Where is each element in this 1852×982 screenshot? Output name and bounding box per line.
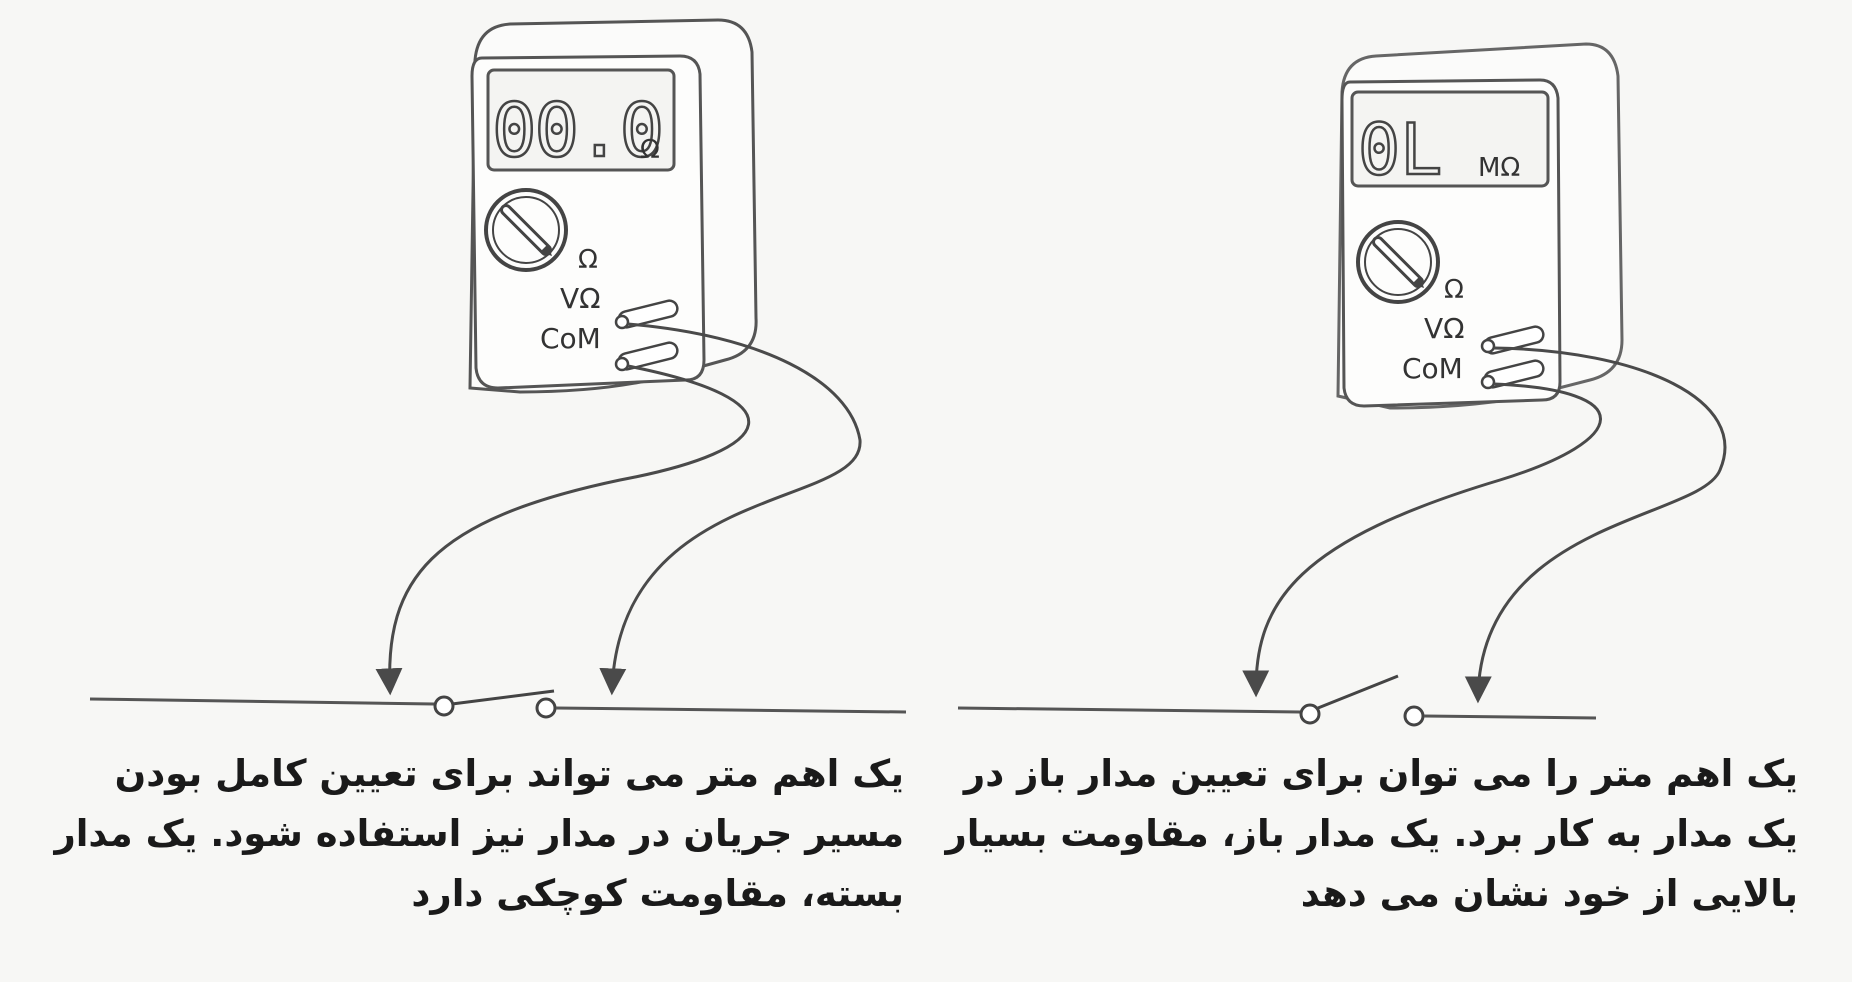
probe-lead-right-1 [1242, 382, 1602, 698]
caption-line: یک اهم متر را می توان برای تعیین مدار با… [963, 752, 1798, 795]
lcd-reading: 00.0 [492, 88, 662, 174]
caption-closed-circuit: یک اهم متر می تواند برای تعیین کامل بودن… [54, 744, 904, 924]
multimeter-right: 0L MΩ Ω VΩ CoM [1336, 42, 1624, 410]
jack-label-vohm: VΩ [560, 282, 601, 315]
lcd-screen [1350, 90, 1550, 188]
rotary-dial [1356, 220, 1440, 304]
lcd-reading: 0L [1358, 109, 1442, 191]
open-circuit [957, 674, 1597, 727]
probe-lead-right-2 [1464, 346, 1727, 704]
probe-lead-left-2 [599, 322, 862, 696]
jack-label-com: CoM [540, 322, 601, 355]
rotary-dial [484, 188, 568, 272]
dial-ohm-label: Ω [1444, 275, 1464, 305]
jack-label-vohm: VΩ [1424, 312, 1465, 345]
probe-jacks [614, 299, 679, 372]
multimeter-left: 00.0 Ω Ω VΩ CoM [468, 18, 758, 394]
caption-line: مسیر جریان در مدار نیز استفاده شود. یک م… [54, 812, 904, 855]
dial-ohm-label: Ω [578, 245, 598, 275]
caption-line: یک اهم متر می تواند برای تعیین کامل بودن [114, 752, 904, 795]
lcd-unit: MΩ [1478, 153, 1520, 183]
caption-line: یک مدار به کار برد. یک مدار باز، مقاومت … [945, 812, 1799, 855]
caption-line: بسته، مقاومت کوچکی دارد [411, 872, 904, 915]
probe-lead-left-1 [375, 364, 750, 696]
closed-circuit [89, 689, 907, 719]
caption-open-circuit: یک اهم متر را می توان برای تعیین مدار با… [946, 744, 1799, 924]
jack-label-com: CoM [1402, 352, 1463, 385]
lcd-screen [486, 68, 676, 172]
caption-line: بالایی از خود نشان می دهد [1300, 872, 1798, 915]
lcd-unit: Ω [640, 135, 660, 165]
